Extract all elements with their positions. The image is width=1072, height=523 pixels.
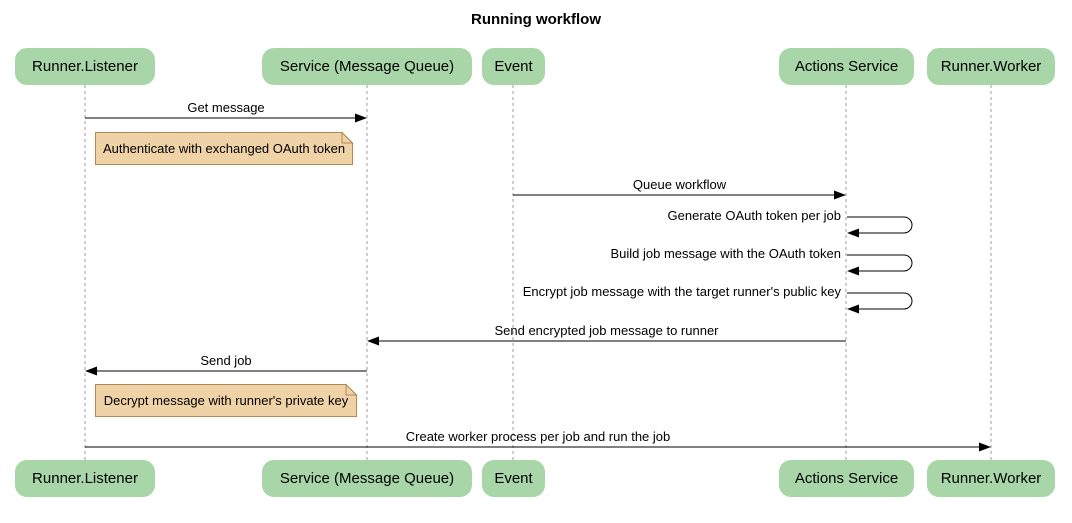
message-label: Queue workflow [632,177,727,192]
participant-service-message-queue-bottom: Service (Message Queue) [262,460,472,497]
participant-service-message-queue-top: Service (Message Queue) [262,48,472,85]
self-message-label: Encrypt job message with the target runn… [522,284,841,299]
arrowhead-icon [834,190,846,200]
note-label: Decrypt message with runner's private ke… [103,392,349,408]
note-fold-icon [345,383,358,396]
participant-runner-listener-top: Runner.Listener [15,48,155,85]
participant-runner-worker-top: Runner.Worker [927,48,1055,85]
participant-event-top: Event [482,48,545,85]
note-box [95,384,357,417]
self-message-label: Build job message with the OAuth token [610,246,841,261]
participant-event-bottom: Event [482,460,545,497]
message-label: Get message [187,100,265,115]
arrowhead-icon [85,366,97,376]
participant-actions-service-top: Actions Service [779,48,914,85]
diagram-title: Running workflow [471,11,601,28]
participant-actions-service-bottom: Actions Service [779,460,914,497]
arrowhead-icon [355,113,367,123]
note-box [95,132,353,165]
arrowhead-icon [979,442,991,452]
arrowhead-icon [847,228,859,238]
message-label: Send encrypted job message to runner [494,323,719,338]
arrowhead-icon [847,304,859,314]
self-message-label: Generate OAuth token per job [667,208,841,223]
participant-runner-listener-bottom: Runner.Listener [15,460,155,497]
message-label: Create worker process per job and run th… [405,429,671,444]
participant-runner-worker-bottom: Runner.Worker [927,460,1055,497]
message-label: Send job [200,353,252,368]
self-loop-line [847,254,913,272]
note-label: Authenticate with exchanged OAuth token [102,140,346,156]
arrowhead-icon [367,336,379,346]
note-fold-icon [341,131,354,144]
arrowhead-icon [847,266,859,276]
self-loop-line [847,292,913,310]
self-loop-line [847,216,913,234]
